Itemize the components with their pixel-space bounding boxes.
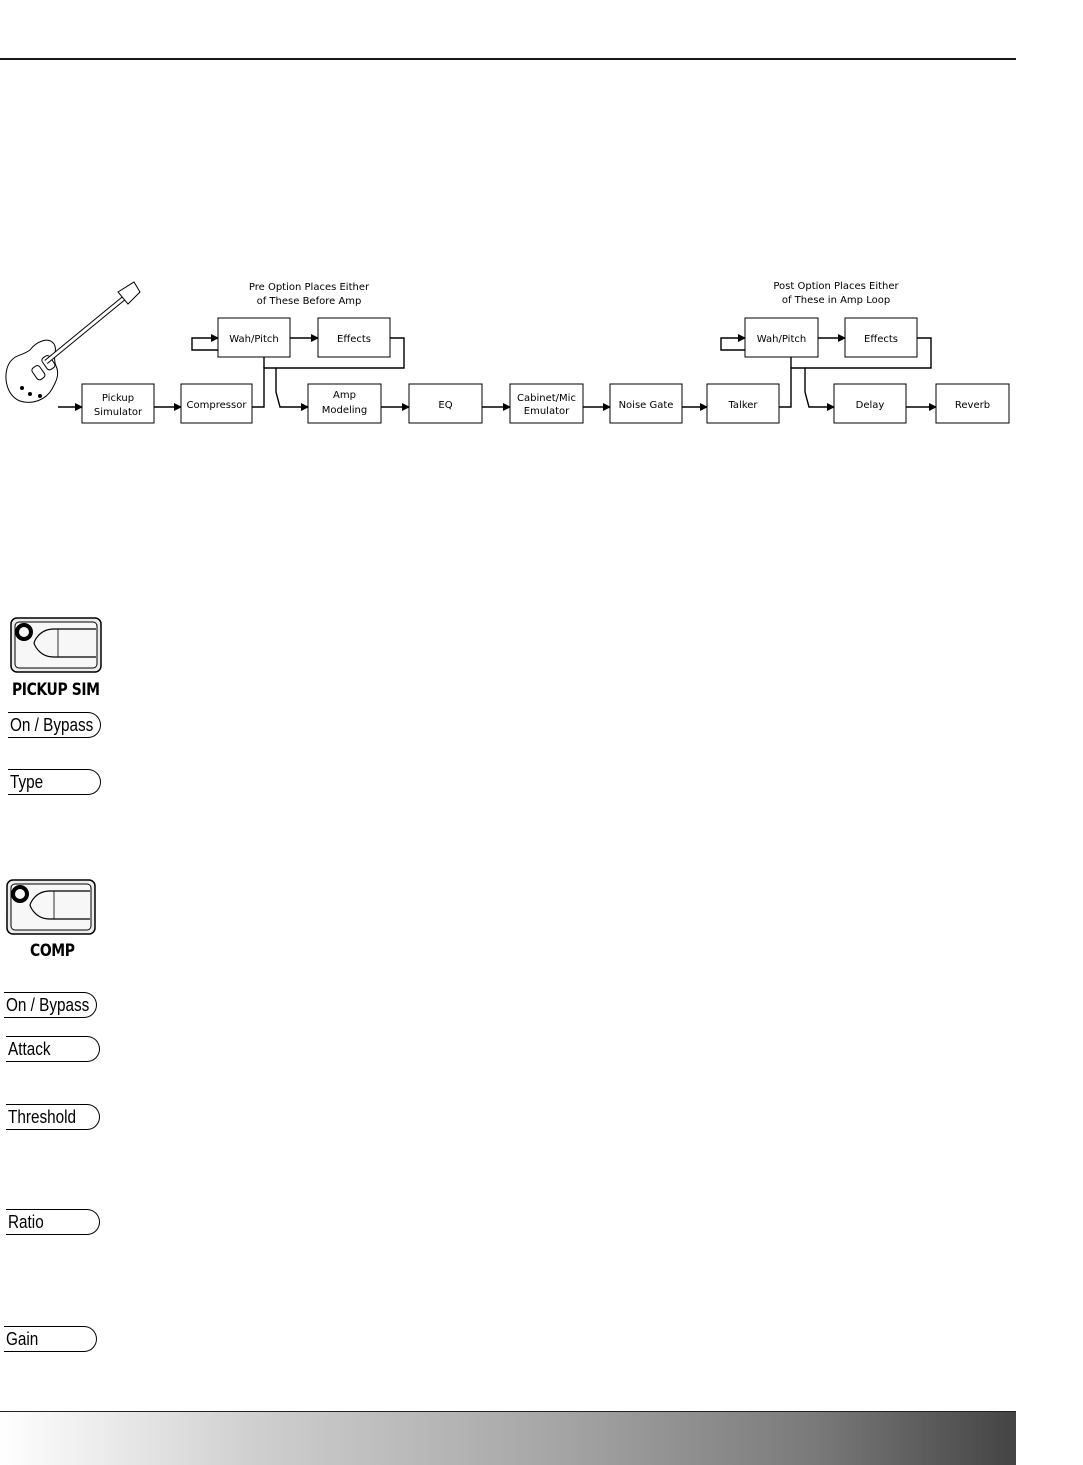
param-label: Type xyxy=(10,770,43,794)
post-option-note-line1: Post Option Places Either xyxy=(773,281,899,292)
block-label: Effects xyxy=(337,334,371,345)
block-label: EQ xyxy=(438,400,452,411)
param-label: Threshold xyxy=(8,1105,76,1129)
block-pickup-simulator: Pickup Simulator xyxy=(82,384,154,423)
block-post-effects: Effects xyxy=(845,318,917,357)
comp-title: COMP xyxy=(30,941,75,961)
block-label: Talker xyxy=(727,400,758,411)
pre-option-note-line1: Pre Option Places Either xyxy=(249,282,370,293)
param-label: Attack xyxy=(8,1037,51,1061)
block-amp-modeling: Amp Modeling xyxy=(308,384,381,423)
block-label: Delay xyxy=(856,400,885,411)
block-label: Compressor xyxy=(187,400,248,411)
block-pre-effects: Effects xyxy=(318,318,390,357)
block-reverb: Reverb xyxy=(936,384,1009,423)
block-pre-wah-pitch: Wah/Pitch xyxy=(218,318,290,357)
block-label: Amp xyxy=(333,390,356,401)
pre-option-note-line2: of These Before Amp xyxy=(257,296,362,307)
block-delay: Delay xyxy=(834,384,906,423)
block-post-wah-pitch: Wah/Pitch xyxy=(745,318,818,357)
block-label: Reverb xyxy=(955,400,990,411)
comp-threshold-label: Threshold xyxy=(6,1104,100,1130)
block-label: Simulator xyxy=(94,407,143,418)
signal-chain-diagram: Pre Option Places Either of These Before… xyxy=(0,270,1083,440)
post-option-note-line2: of These in Amp Loop xyxy=(782,295,890,306)
param-label: On / Bypass xyxy=(10,713,93,737)
comp-gain-label: Gain xyxy=(4,1326,97,1352)
block-eq: EQ xyxy=(409,384,482,423)
footer-gradient-bar xyxy=(0,1411,1016,1465)
pickup-sim-footswitch-icon xyxy=(10,617,102,673)
param-label: Gain xyxy=(6,1327,38,1351)
block-compressor: Compressor xyxy=(181,384,252,423)
pickup-sim-on-bypass-label: On / Bypass xyxy=(8,712,101,738)
block-talker: Talker xyxy=(707,384,779,423)
comp-footswitch-icon xyxy=(6,879,96,935)
comp-on-bypass-label: On / Bypass xyxy=(4,992,97,1018)
param-label: On / Bypass xyxy=(6,993,89,1017)
comp-attack-label: Attack xyxy=(6,1036,100,1062)
block-label: Emulator xyxy=(524,406,570,417)
block-label: Wah/Pitch xyxy=(229,334,278,345)
block-label: Effects xyxy=(864,334,898,345)
pickup-sim-type-label: Type xyxy=(8,769,101,795)
param-label: Ratio xyxy=(8,1210,44,1234)
block-cabinet-mic-emulator: Cabinet/Mic Emulator xyxy=(510,384,583,423)
block-label: Cabinet/Mic xyxy=(517,393,576,404)
block-label: Modeling xyxy=(322,405,368,416)
block-label: Pickup xyxy=(102,393,134,404)
comp-ratio-label: Ratio xyxy=(6,1209,100,1235)
top-rule xyxy=(0,58,1016,60)
block-noise-gate: Noise Gate xyxy=(610,384,682,423)
block-label: Wah/Pitch xyxy=(757,334,806,345)
pickup-sim-title: PICKUP SIM xyxy=(12,680,100,700)
block-label: Noise Gate xyxy=(619,400,674,411)
